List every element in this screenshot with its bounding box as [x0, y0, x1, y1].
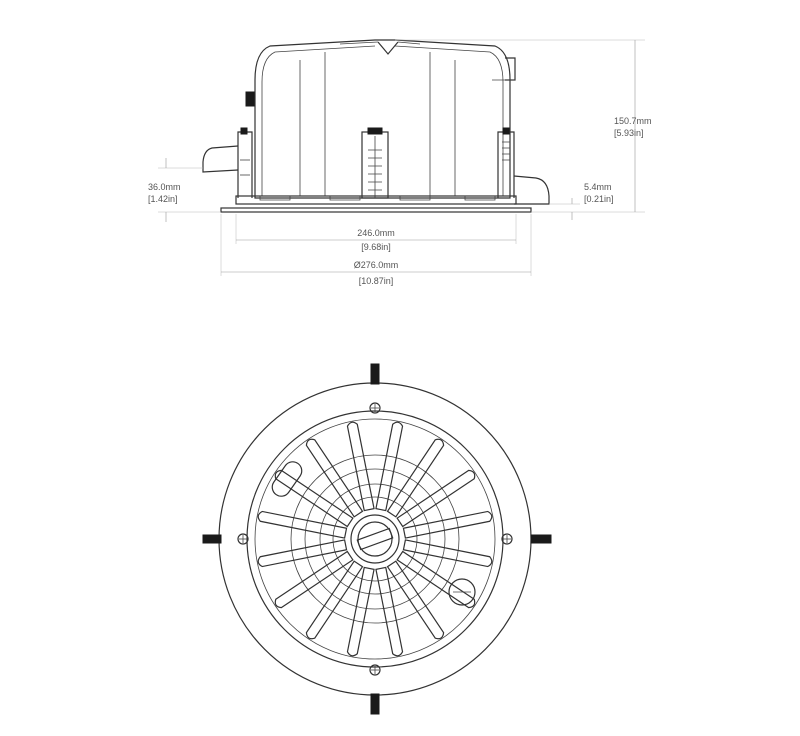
- speaker-can-body: [254, 39, 511, 199]
- flange-in-label: [1.42in]: [148, 194, 178, 204]
- grille-spoke: [375, 566, 404, 657]
- grille-spoke: [305, 438, 364, 518]
- clamp-tab-right: [530, 534, 552, 544]
- screw-right: [501, 533, 513, 545]
- grille-spoke: [396, 469, 476, 528]
- trim-flange: [220, 207, 532, 213]
- center-terminal: [361, 127, 389, 199]
- grille-spoke: [375, 421, 404, 512]
- side-view: 150.7mm [5.93in] 36.0mm [1.42in] 5.4mm […: [148, 39, 652, 286]
- screw-bottom: [369, 664, 381, 676]
- grille-spoke: [402, 539, 493, 568]
- clamp-tab-bottom: [370, 693, 380, 715]
- side-knob: [245, 91, 255, 107]
- top-notch: [377, 41, 399, 55]
- clamp-tab-left: [202, 534, 222, 544]
- grille-spoke: [386, 438, 445, 518]
- edge-in-label: [0.21in]: [584, 194, 614, 204]
- grille-spoke: [305, 560, 364, 640]
- adjust-knob: [448, 578, 476, 606]
- flange-mm-label: 36.0mm: [148, 182, 181, 192]
- grille-spoke: [386, 560, 445, 640]
- screw-left: [237, 533, 249, 545]
- clamp-tab-top: [370, 363, 380, 385]
- diameter-mm-label: Ø276.0mm: [354, 260, 399, 270]
- base-plate: [235, 195, 517, 205]
- screw-top: [369, 402, 381, 414]
- grille-spoke: [346, 566, 375, 657]
- grille-spokes: [257, 421, 493, 657]
- hub-slot: [356, 527, 394, 551]
- oval-port: [271, 461, 303, 497]
- grille-spoke: [396, 550, 476, 609]
- grille-spoke: [402, 510, 493, 539]
- center-hub: [350, 514, 400, 564]
- diameter-in-label: [10.87in]: [359, 276, 394, 286]
- edge-mm-label: 5.4mm: [584, 182, 612, 192]
- right-clamp: [497, 127, 550, 205]
- outer-flange-ring: [218, 382, 532, 696]
- grille-spoke: [257, 539, 348, 568]
- cone-ring-outer: [290, 454, 460, 624]
- inner-flange-ring: [246, 410, 504, 668]
- grille-spoke: [346, 421, 375, 512]
- left-clamp: [202, 127, 253, 198]
- height-in-label: [5.93in]: [614, 128, 644, 138]
- height-mm-label: 150.7mm: [614, 116, 652, 126]
- top-view: [202, 363, 552, 715]
- cutout-in-label: [9.68in]: [361, 242, 391, 252]
- cutout-mm-label: 246.0mm: [357, 228, 395, 238]
- grille-spoke: [257, 510, 348, 539]
- grille-spoke: [274, 550, 354, 609]
